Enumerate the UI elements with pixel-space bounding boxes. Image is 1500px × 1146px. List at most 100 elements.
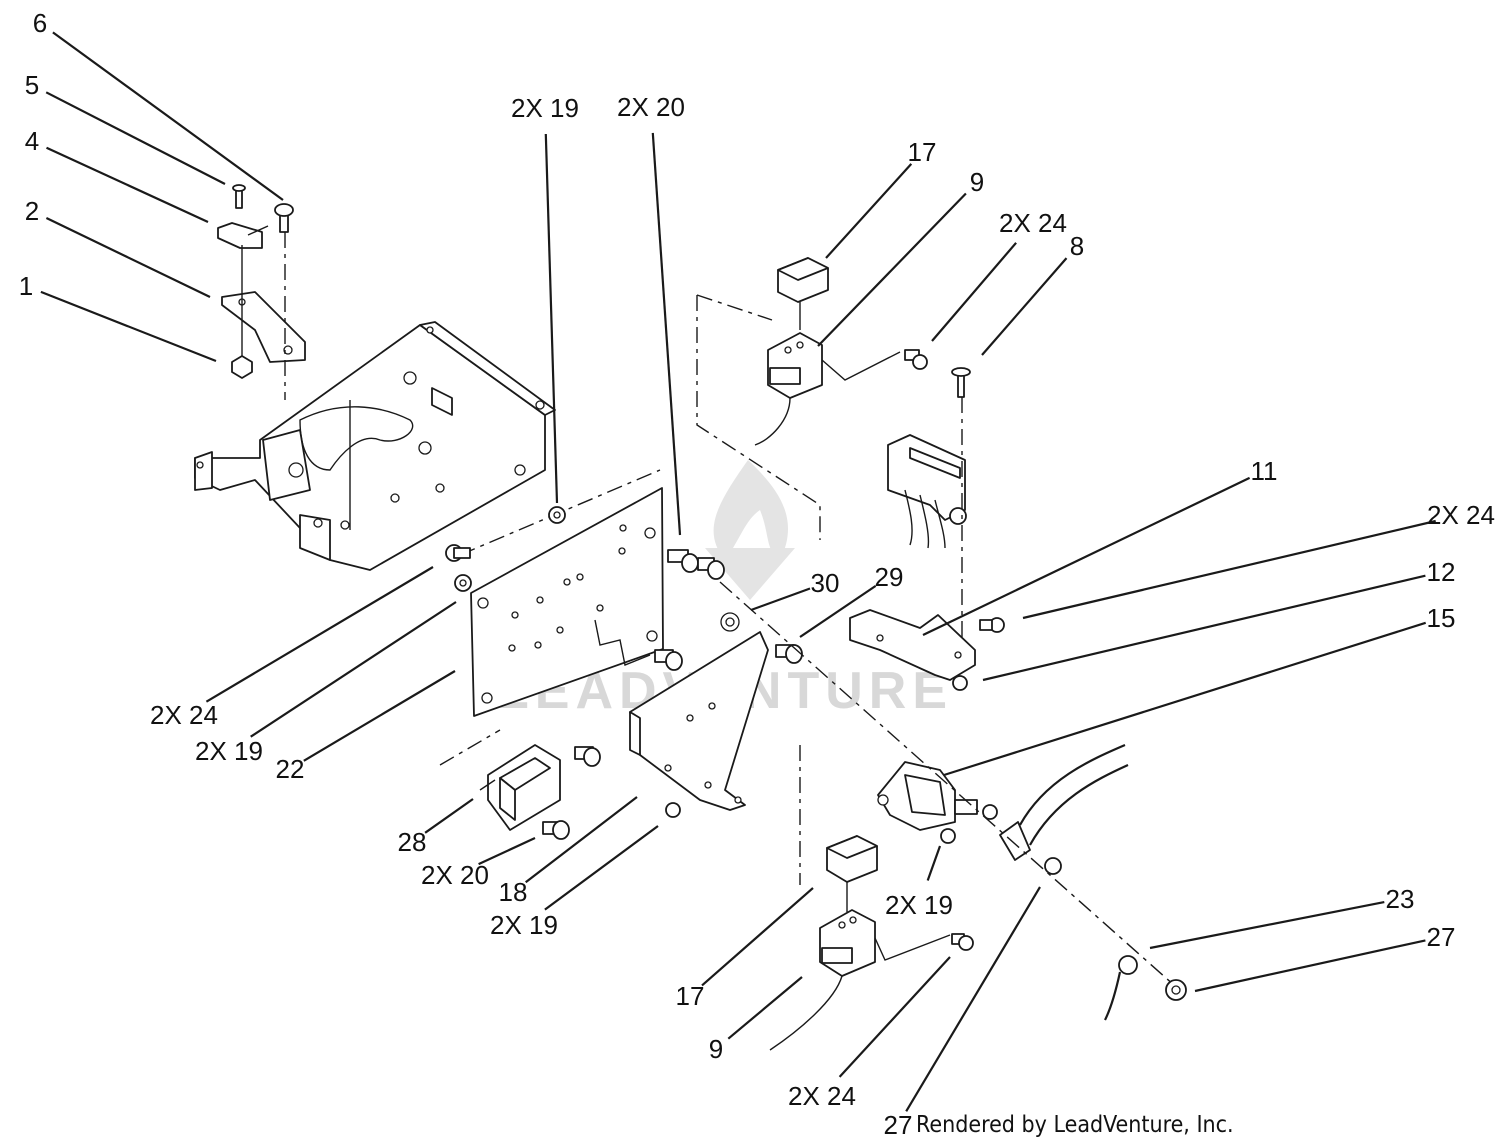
small-bracket <box>849 609 1005 691</box>
leader-line <box>45 217 211 298</box>
callout-c9a: 9 <box>817 167 984 347</box>
callout-c4: 4 <box>25 126 209 223</box>
callout-c19c: 2X 19 <box>490 825 659 940</box>
leader-line <box>40 290 217 363</box>
switch-assembly <box>217 184 306 400</box>
callout-label: 2X 19 <box>885 890 953 920</box>
callout-c19b: 2X 19 <box>195 601 457 766</box>
callout-c19a: 2X 19 <box>511 93 579 504</box>
callout-label: 17 <box>676 981 705 1011</box>
fasteners-plate <box>445 506 803 840</box>
callout-label: 6 <box>33 8 47 38</box>
callout-c20b: 2X 20 <box>421 837 536 890</box>
leader-line <box>478 837 536 866</box>
leader-line <box>544 133 559 504</box>
base-bracket <box>194 321 556 571</box>
leader-line <box>981 257 1068 356</box>
callout-label: 17 <box>908 137 937 167</box>
callout-c18: 18 <box>499 796 638 907</box>
leader-line <box>926 845 942 881</box>
callout-label: 12 <box>1427 557 1456 587</box>
leader-line <box>525 796 638 884</box>
callout-label: 15 <box>1427 603 1456 633</box>
leader-line <box>250 601 457 738</box>
mounting-plate <box>459 469 664 717</box>
callout-label: 2X 24 <box>999 208 1067 238</box>
callout-c15: 15 <box>943 603 1456 777</box>
leader-line <box>45 91 226 185</box>
callout-label: 9 <box>970 167 984 197</box>
callout-c29: 29 <box>799 562 903 638</box>
callout-label: 27 <box>884 1110 913 1140</box>
callout-c19d: 2X 19 <box>885 845 953 920</box>
callout-c22: 22 <box>276 670 456 784</box>
callout-c11: 11 <box>922 456 1278 636</box>
leader-line <box>52 31 284 201</box>
callout-c23: 23 <box>1149 884 1415 950</box>
callout-label: 2X 24 <box>1427 500 1495 530</box>
leader-line <box>424 798 474 834</box>
leader-line <box>46 146 209 223</box>
callout-c24d: 2X 24 <box>788 956 951 1111</box>
callout-c8: 8 <box>981 231 1084 356</box>
callout-label: 2X 20 <box>421 860 489 890</box>
callout-label: 2X 24 <box>150 700 218 730</box>
leader-line <box>651 132 682 536</box>
leader-line <box>727 976 803 1040</box>
callout-c17b: 17 <box>676 887 814 1011</box>
leader-line <box>205 566 434 703</box>
callout-c1: 1 <box>19 271 217 363</box>
regulator <box>439 729 561 831</box>
callout-label: 2X 19 <box>490 910 558 940</box>
callout-c24b: 2X 24 <box>1022 500 1495 620</box>
leader-line <box>544 825 659 911</box>
leader-line <box>943 621 1427 777</box>
callout-label: 11 <box>1251 456 1278 486</box>
leader-line <box>922 476 1251 636</box>
leader-line <box>838 956 951 1078</box>
callout-c30: 30 <box>750 568 840 612</box>
callout-label: 2X 24 <box>788 1081 856 1111</box>
callout-label: 2X 19 <box>511 93 579 123</box>
callout-c17a: 17 <box>825 137 937 259</box>
connector <box>887 367 971 665</box>
callout-label: 23 <box>1386 884 1415 914</box>
callout-label: 2 <box>25 196 39 226</box>
callout-c24a: 2X 24 <box>931 208 1067 342</box>
callout-c20a: 2X 20 <box>617 92 685 536</box>
callout-label: 1 <box>19 271 33 301</box>
fuse-cable <box>719 581 1187 1021</box>
callout-label: 30 <box>811 568 840 598</box>
leader-line <box>1022 519 1436 620</box>
leader-line <box>701 887 814 987</box>
lower-bracket <box>629 612 769 811</box>
leader-line <box>1194 939 1426 993</box>
callout-c2: 2 <box>25 196 211 298</box>
callout-label: 18 <box>499 877 528 907</box>
callout-label: 2X 19 <box>195 736 263 766</box>
callout-label: 28 <box>398 827 427 857</box>
leader-line <box>825 163 913 259</box>
leader-line <box>817 192 967 347</box>
callout-label: 5 <box>25 70 39 100</box>
callout-c27a: 27 <box>1194 922 1456 993</box>
callout-c6: 6 <box>33 8 284 201</box>
leader-line <box>750 587 811 612</box>
relay-lower <box>769 745 974 1051</box>
callout-c24c: 2X 24 <box>150 566 434 730</box>
callout-c28: 28 <box>398 798 474 857</box>
credit-text: Rendered by LeadVenture, Inc. <box>916 1112 1234 1138</box>
callout-label: 9 <box>709 1034 723 1064</box>
callout-c5: 5 <box>25 70 226 185</box>
callout-label: 27 <box>1427 922 1456 952</box>
relay-upper <box>696 257 928 540</box>
callout-c27b: 27 <box>884 886 1041 1140</box>
leader-line <box>1149 901 1385 950</box>
leader-line <box>931 242 1017 342</box>
callout-label: 22 <box>276 754 305 784</box>
leader-line <box>303 670 456 762</box>
leader-line <box>905 886 1041 1112</box>
leader-line <box>799 584 877 638</box>
